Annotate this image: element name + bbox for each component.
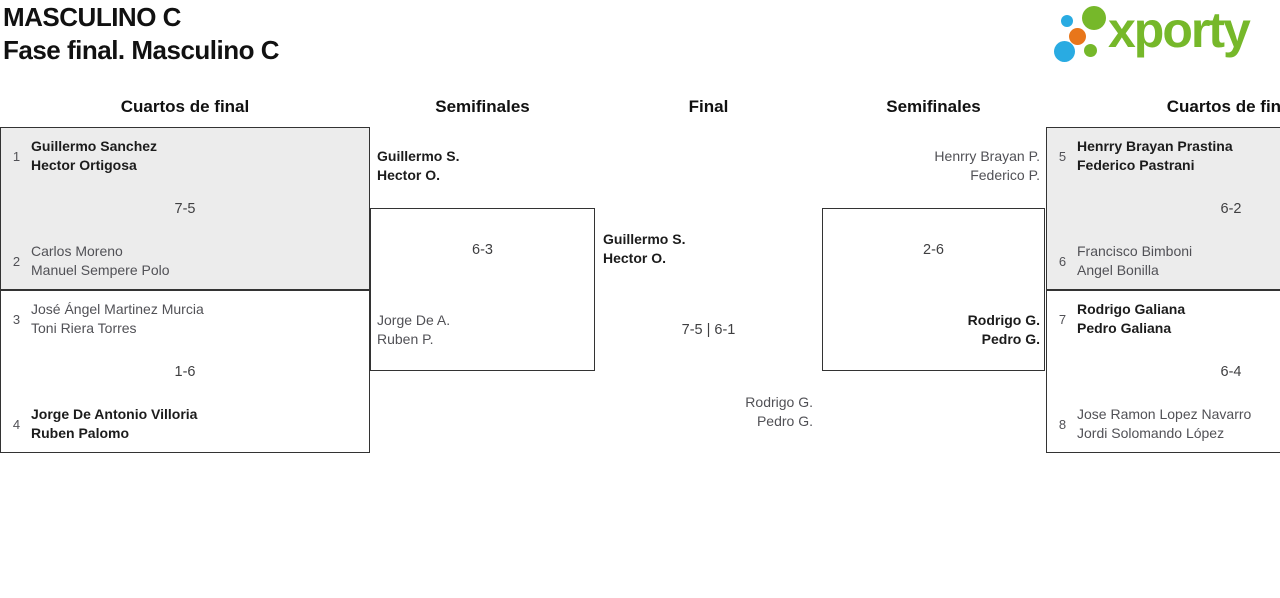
team-entry: 1 Guillermo Sanchez Hector Ortigosa xyxy=(9,137,361,175)
match-box-sf-left[interactable] xyxy=(370,208,595,371)
logo-dot-blue-small-icon xyxy=(1061,15,1073,27)
team-name-line: Guillermo S. xyxy=(603,231,686,247)
team-entry: 3 José Ángel Martinez Murcia Toni Riera … xyxy=(9,300,361,338)
team-name-line: Jordi Solomando López xyxy=(1077,425,1225,441)
match-box-qf-3[interactable]: 5 Henrry Brayan Prastina Federico Pastra… xyxy=(1046,127,1280,290)
team-name-line: Jorge De Antonio Villoria xyxy=(31,406,198,422)
team-name-line: Rodrigo G. xyxy=(745,394,813,410)
team-name-line: Francisco Bimboni xyxy=(1077,243,1193,259)
seed-number: 2 xyxy=(12,253,21,269)
logo-dot-blue-large-icon xyxy=(1054,41,1075,62)
team-name-line: Toni Riera Torres xyxy=(31,320,137,336)
round-header-quarterfinals-left: Cuartos de final xyxy=(120,97,250,116)
team-name-line: José Ángel Martinez Murcia xyxy=(31,301,204,317)
round-header-final: Final xyxy=(688,97,729,116)
team-names: Guillermo S. Hector O. xyxy=(603,230,685,268)
team-name-line: Hector O. xyxy=(603,250,667,266)
team-names: Rodrigo Galiana Pedro Galiana xyxy=(1077,300,1185,338)
team-names: Rodrigo G. Pedro G. xyxy=(595,393,813,431)
team-names: Jorge De A. Ruben P. xyxy=(377,311,450,349)
match-score: 1-6 xyxy=(174,363,196,380)
team-entry: 5 Henrry Brayan Prastina Federico Pastra… xyxy=(1055,137,1280,175)
match-box-qf-2[interactable]: 3 José Ángel Martinez Murcia Toni Riera … xyxy=(0,290,370,453)
team-name-line: Ruben Palomo xyxy=(31,425,130,441)
match-score: 7-5 xyxy=(174,200,196,217)
match-box-qf-4[interactable]: 7 Rodrigo Galiana Pedro Galiana 6-4 8 Jo… xyxy=(1046,290,1280,453)
team-entry: 2 Carlos Moreno Manuel Sempere Polo xyxy=(9,242,361,280)
logo-dot-orange-icon xyxy=(1069,28,1086,45)
team-entry: 7 Rodrigo Galiana Pedro Galiana xyxy=(1055,300,1280,338)
team-name-line: Jorge De A. xyxy=(377,312,451,328)
team-name-line: Guillermo S. xyxy=(377,148,460,164)
match-score: 6-3 xyxy=(472,242,493,258)
team-name-line: Federico Pastrani xyxy=(1077,157,1195,173)
team-name-line: Federico P. xyxy=(970,167,1040,183)
team-name-line: Manuel Sempere Polo xyxy=(31,262,170,278)
team-names: Jose Ramon Lopez Navarro Jordi Solomando… xyxy=(1077,405,1251,443)
team-names: Francisco Bimboni Angel Bonilla xyxy=(1077,242,1192,280)
seed-number: 4 xyxy=(12,416,21,432)
team-name-line: Guillermo Sanchez xyxy=(31,138,158,154)
round-header-semifinals-right: Semifinales xyxy=(886,97,981,116)
seed-number: 1 xyxy=(12,148,21,164)
match-score: 2-6 xyxy=(923,242,944,258)
match-score: 7-5 | 6-1 xyxy=(681,322,736,338)
seed-number: 8 xyxy=(1058,416,1067,432)
team-name-line: Angel Bonilla xyxy=(1077,262,1159,278)
team-name-line: Jose Ramon Lopez Navarro xyxy=(1077,406,1252,422)
seed-number: 6 xyxy=(1058,253,1067,269)
team-name-line: Henrry Brayan P. xyxy=(934,148,1040,164)
team-names: Henrry Brayan Prastina Federico Pastrani xyxy=(1077,137,1233,175)
team-entry: 4 Jorge De Antonio Villoria Ruben Palomo xyxy=(9,405,361,443)
team-name-line: Hector Ortigosa xyxy=(31,157,137,173)
logo-dot-green-small-icon xyxy=(1084,44,1097,57)
team-names: Rodrigo G. Pedro G. xyxy=(822,311,1040,349)
xporty-logo[interactable]: xporty xyxy=(1050,2,1280,70)
team-entry: 6 Francisco Bimboni Angel Bonilla xyxy=(1055,242,1280,280)
match-box-qf-1[interactable]: 1 Guillermo Sanchez Hector Ortigosa 7-5 … xyxy=(0,127,370,290)
team-name-line: Rodrigo Galiana xyxy=(1077,301,1186,317)
team-names: Carlos Moreno Manuel Sempere Polo xyxy=(31,242,170,280)
team-name-line: Hector O. xyxy=(377,167,441,183)
seed-number: 5 xyxy=(1058,148,1067,164)
team-name-line: Carlos Moreno xyxy=(31,243,123,259)
team-names: Henrry Brayan P. Federico P. xyxy=(822,147,1040,185)
team-name-line: Pedro G. xyxy=(756,413,813,429)
team-name-line: Pedro G. xyxy=(981,331,1040,347)
team-name-line: Henrry Brayan Prastina xyxy=(1077,138,1233,154)
logo-dot-green-large-icon xyxy=(1082,6,1106,30)
seed-number: 7 xyxy=(1058,311,1067,327)
match-score: 6-2 xyxy=(1220,200,1242,217)
seed-number: 3 xyxy=(12,311,21,327)
team-name-line: Ruben P. xyxy=(377,331,434,347)
team-names: José Ángel Martinez Murcia Toni Riera To… xyxy=(31,300,204,338)
match-box-sf-right[interactable] xyxy=(822,208,1045,371)
page-title: MASCULINO C xyxy=(3,2,181,32)
team-names: Jorge De Antonio Villoria Ruben Palomo xyxy=(31,405,197,443)
team-entry: 8 Jose Ramon Lopez Navarro Jordi Soloman… xyxy=(1055,405,1280,443)
round-header-semifinals-left: Semifinales xyxy=(435,97,530,116)
team-names: Guillermo Sanchez Hector Ortigosa xyxy=(31,137,157,175)
page-subtitle: Fase final. Masculino C xyxy=(3,35,280,65)
match-score: 6-4 xyxy=(1220,363,1242,380)
team-name-line: Pedro Galiana xyxy=(1077,320,1172,336)
logo-wordmark: xporty xyxy=(1108,2,1251,58)
team-names: Guillermo S. Hector O. xyxy=(377,147,459,185)
round-header-quarterfinals-right: Cuartos de final xyxy=(1166,97,1280,116)
team-name-line: Rodrigo G. xyxy=(967,312,1040,328)
